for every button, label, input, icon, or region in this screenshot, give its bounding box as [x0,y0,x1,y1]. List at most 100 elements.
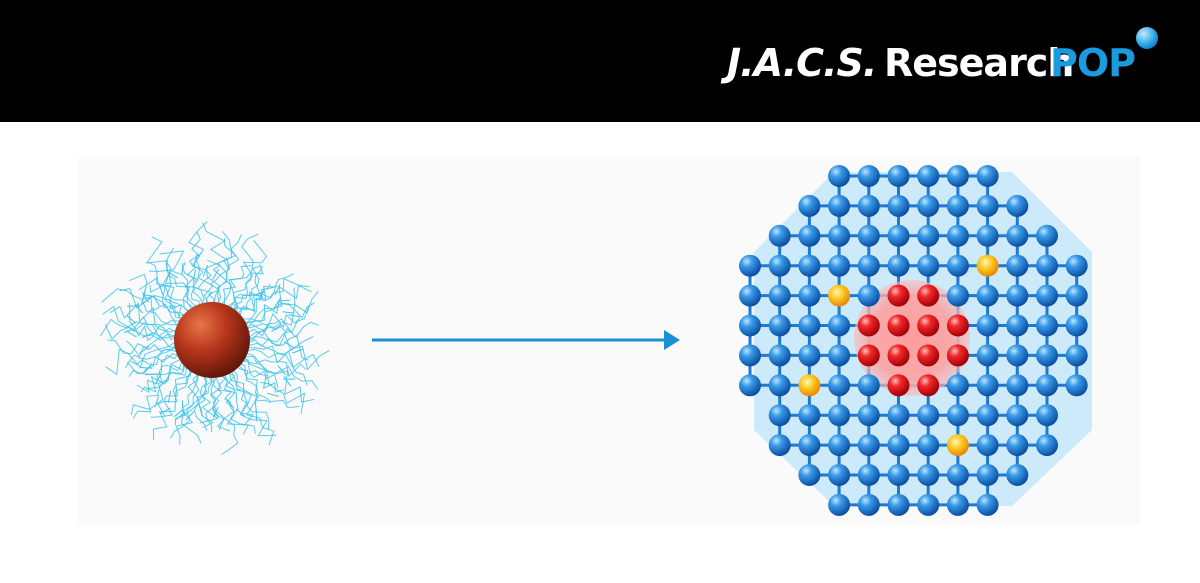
blue-atom [1006,404,1029,427]
blue-atom [857,194,880,217]
ligand-chain [193,375,208,431]
ligand-chain [247,332,314,352]
blue-atom [887,165,910,187]
blue-atom [976,344,999,367]
ligand-chain [170,372,200,439]
blue-atom [768,404,791,427]
blue-atom [857,374,880,397]
ligand-branch [168,274,172,287]
ligand-branch [173,408,184,418]
ligand-branch [167,270,178,279]
blue-atom [1065,344,1088,367]
red-core-atom [857,314,880,337]
header-bar: J.A.C.S. Research POP [0,0,1200,122]
ligand-shell [100,221,330,456]
red-core-atom [887,344,910,367]
ligand-branch [211,406,219,418]
ligand-branch [125,330,137,338]
blue-atom [828,194,851,217]
blue-atom [739,254,761,277]
blue-atom [946,374,969,397]
blue-atom [946,493,969,516]
blue-atom [917,254,940,277]
ligand-chain [217,374,235,419]
blue-atom [798,344,821,367]
blue-atom [917,493,940,516]
blue-atom [798,224,821,247]
blue-atom [946,464,969,486]
blue-atom [857,464,880,486]
ligand-chain [237,273,295,316]
ligand-chain [134,325,177,342]
blue-atom [976,434,999,457]
ligand-chain [149,284,187,316]
ligand-branch [139,346,150,354]
blue-atom [1065,314,1088,337]
blue-atom [768,374,791,397]
blue-atom [828,493,851,516]
ligand-branch [283,376,292,387]
blue-atom [887,194,910,217]
ligand-chain [146,359,183,390]
blue-atom [887,434,910,457]
blue-atom [1036,434,1058,457]
ligand-chain [152,370,194,440]
ligand-chain [100,318,177,339]
ligand-branch [288,314,301,318]
blue-atom [828,344,851,367]
blue-atom [1006,254,1029,277]
blue-atom [917,224,940,247]
ligand-chain [230,370,275,446]
blue-atom [887,224,910,247]
blue-atom [828,254,851,277]
blue-atom [739,344,761,367]
blue-atom [1006,434,1029,457]
gold-dopant-atom [798,374,821,397]
ligand-chain [157,367,191,418]
ligand-chain [222,265,252,307]
blue-atom [1036,284,1058,307]
blue-atom [1065,254,1088,277]
blue-atom [739,284,761,307]
ligand-branch [141,291,149,303]
ligand-chain [216,234,242,305]
blue-atom [739,374,761,397]
ligand-chain [247,342,330,371]
ligand-branch [192,269,196,282]
blue-atom [887,404,910,427]
blue-atom [1006,194,1029,217]
red-core-atom [887,374,910,397]
ligand-chain [232,265,260,312]
blue-atom [798,194,821,217]
red-core-atom [917,284,940,307]
ligand-branch [185,410,195,421]
ligand-branch [212,269,219,281]
ligand-chain [196,375,214,429]
ligand-chain [129,346,177,360]
blue-atom [828,434,851,457]
blue-atom [768,314,791,337]
blue-atom [739,314,761,337]
blue-atom [917,165,940,187]
blue-atom [917,194,940,217]
ligand-chain [237,364,300,409]
ligand-chain [241,278,310,320]
ligand-chain [132,364,187,419]
right-arrow-icon [372,330,680,350]
red-core-atom [887,284,910,307]
blue-atom [1036,254,1058,277]
blue-atom [917,404,940,427]
ligand-branch [140,367,153,369]
ligand-chain [246,348,308,386]
ligand-chain [247,306,309,337]
blue-atom [768,284,791,307]
ligand-chain [221,374,250,435]
ligand-chain [219,238,237,306]
ligand-chain [181,374,207,444]
blue-atom [1006,374,1029,397]
blue-atom [887,464,910,486]
ligand-chain [225,372,254,426]
ligand-chain [247,345,320,369]
ligand-chain [126,340,177,358]
